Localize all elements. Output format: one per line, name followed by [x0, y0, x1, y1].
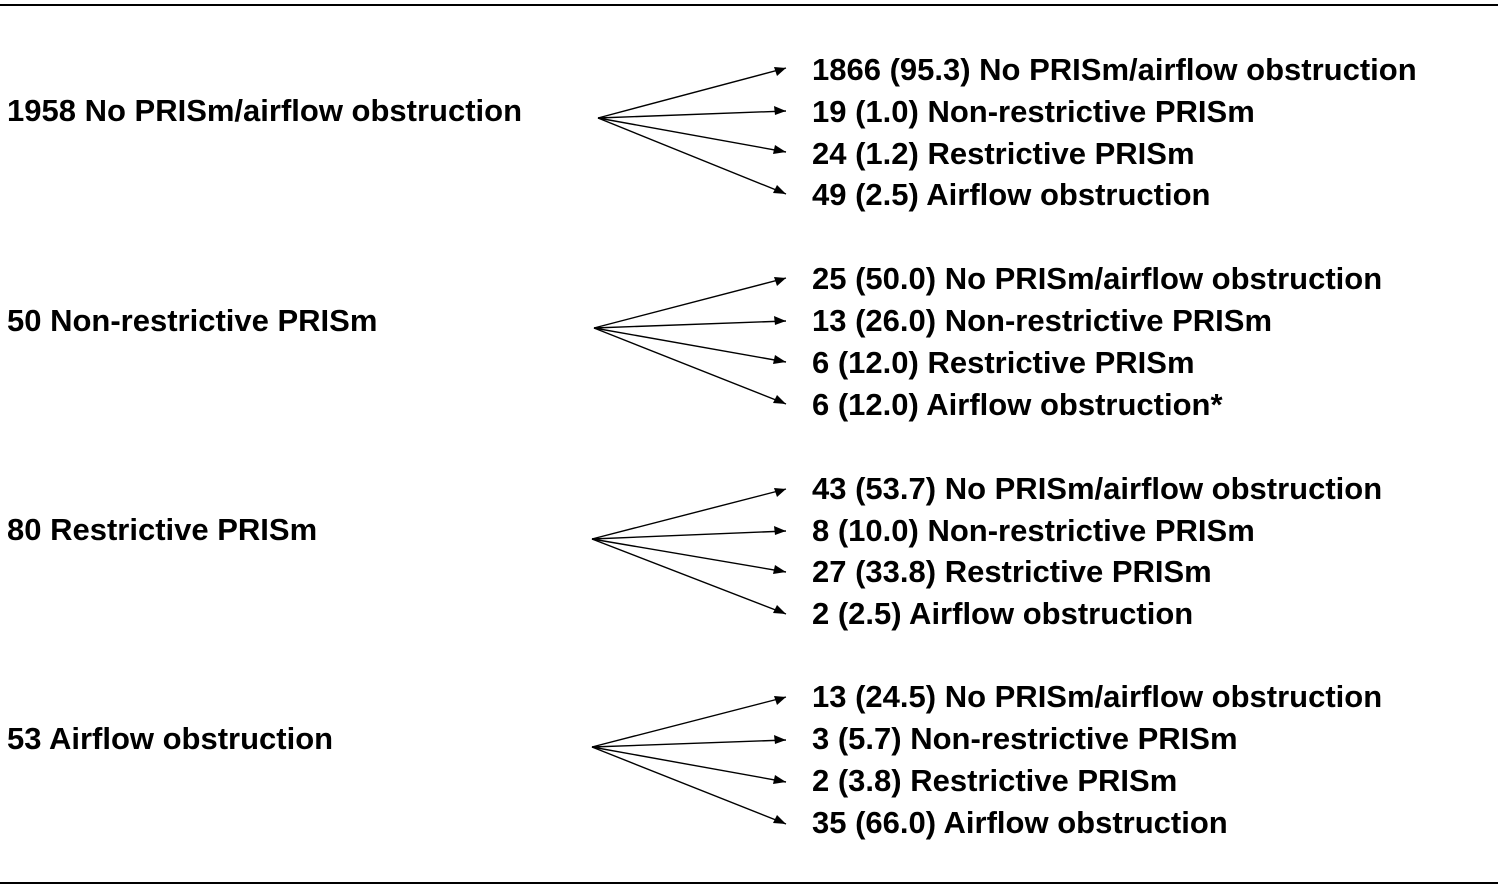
arrow-line	[591, 538, 787, 573]
arrowhead-icon	[773, 815, 786, 824]
bottom-rule	[0, 882, 1498, 884]
arrow-line	[597, 117, 787, 195]
arrow-fan	[597, 67, 787, 195]
arrow-line	[593, 277, 787, 329]
arrow-fan	[591, 696, 787, 825]
arrow-line	[593, 327, 787, 405]
arrow-line	[597, 67, 787, 119]
group-target-label: 2 (2.5) Airflow obstruction	[812, 596, 1194, 631]
arrowhead-icon	[774, 316, 786, 325]
arrow-fan	[593, 277, 787, 405]
arrowhead-icon	[774, 277, 786, 286]
transition-group-no-prism: 1958 No PRISm/airflow obstruction 1866 (…	[0, 49, 1498, 229]
arrow-line	[597, 117, 787, 153]
transition-group-restrictive: 80 Restrictive PRISm 43 (53.7) No PRISm/…	[0, 470, 1498, 650]
group-target-label: 49 (2.5) Airflow obstruction	[812, 177, 1211, 212]
arrowhead-icon	[773, 605, 786, 614]
arrowhead-icon	[774, 67, 786, 76]
group-target-label: 25 (50.0) No PRISm/airflow obstruction	[812, 261, 1383, 296]
arrowhead-icon	[774, 735, 786, 744]
group-source-label: 1958 No PRISm/airflow obstruction	[7, 93, 523, 128]
arrow-line	[591, 530, 787, 540]
arrowhead-icon	[773, 775, 786, 784]
group-target-label: 19 (1.0) Non-restrictive PRISm	[812, 94, 1255, 129]
group-target-label: 43 (53.7) No PRISm/airflow obstruction	[812, 471, 1383, 506]
group-target-label: 8 (10.0) Non-restrictive PRISm	[812, 513, 1255, 548]
top-rule	[0, 4, 1498, 6]
arrow-line	[593, 327, 787, 363]
arrow-line	[591, 696, 787, 748]
arrow-line	[593, 320, 787, 329]
group-target-label: 27 (33.8) Restrictive PRISm	[812, 554, 1212, 589]
arrow-line	[591, 538, 787, 615]
arrow-line	[591, 746, 787, 783]
arrow-fan	[591, 488, 787, 615]
arrowhead-icon	[773, 395, 786, 404]
arrowhead-icon	[774, 106, 786, 115]
arrow-line	[591, 739, 787, 748]
group-target-label: 13 (24.5) No PRISm/airflow obstruction	[812, 679, 1383, 714]
group-source-label: 50 Non-restrictive PRISm	[7, 303, 378, 338]
group-target-label: 1866 (95.3) No PRISm/airflow obstruction	[812, 52, 1417, 87]
group-target-label: 35 (66.0) Airflow obstruction	[812, 805, 1228, 840]
transition-group-non-restrictive: 50 Non-restrictive PRISm 25 (50.0) No PR…	[0, 259, 1498, 439]
group-source-label: 80 Restrictive PRISm	[7, 512, 318, 547]
group-target-label: 13 (26.0) Non-restrictive PRISm	[812, 303, 1273, 338]
arrowhead-icon	[774, 488, 786, 497]
group-target-label: 2 (3.8) Restrictive PRISm	[812, 763, 1178, 798]
arrowhead-icon	[774, 526, 786, 535]
arrow-line	[591, 488, 787, 540]
arrowhead-icon	[773, 145, 786, 154]
arrow-line	[591, 746, 787, 825]
group-target-label: 6 (12.0) Restrictive PRISm	[812, 345, 1195, 380]
group-target-label: 3 (5.7) Non-restrictive PRISm	[812, 721, 1238, 756]
arrowhead-icon	[774, 696, 786, 705]
transition-group-airflow: 53 Airflow obstruction 13 (24.5) No PRIS…	[0, 678, 1498, 858]
arrowhead-icon	[773, 355, 786, 364]
arrowhead-icon	[773, 565, 786, 574]
group-source-label: 53 Airflow obstruction	[7, 721, 334, 756]
arrowhead-icon	[773, 185, 786, 194]
group-target-label: 24 (1.2) Restrictive PRISm	[812, 136, 1195, 171]
arrow-line	[597, 110, 787, 119]
group-target-label: 6 (12.0) Airflow obstruction*	[812, 387, 1223, 422]
